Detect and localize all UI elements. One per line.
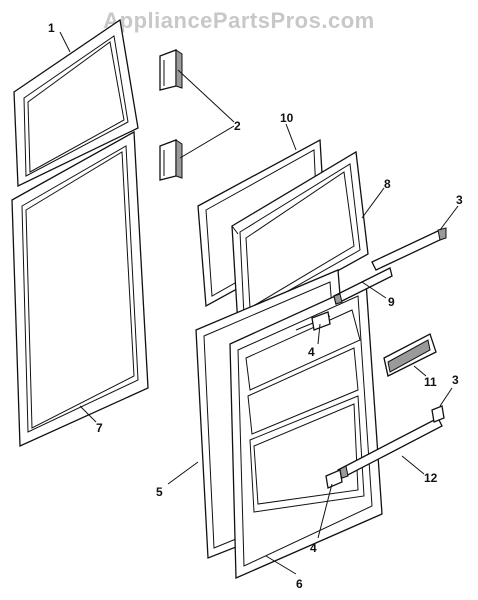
callout-8: 8 — [384, 177, 391, 191]
watermark: AppliancePartsPros.com — [103, 8, 375, 33]
upper-shelf-rail — [371, 227, 447, 271]
hinge-cover-upper — [159, 49, 183, 91]
callout-3-lower: 3 — [452, 373, 459, 387]
callout-1: 1 — [48, 21, 55, 35]
callout-11: 11 — [424, 375, 437, 389]
callout-4-upper: 4 — [308, 345, 315, 359]
upper-shelf-bar — [333, 267, 393, 305]
callout-labels: 1 2 10 8 3 9 4 11 3 12 4 5 6 7 — [48, 21, 463, 591]
hinge-cover-lower — [159, 139, 183, 181]
callout-7: 7 — [96, 421, 103, 435]
callout-6: 6 — [296, 577, 303, 591]
lower-shelf-end-cap — [325, 469, 343, 489]
fresh-food-gasket — [11, 130, 149, 447]
callout-10: 10 — [280, 111, 294, 125]
callout-5: 5 — [156, 485, 163, 499]
callout-9: 9 — [388, 295, 395, 309]
callout-2: 2 — [234, 119, 241, 133]
leader-lines — [59, 31, 459, 575]
callout-4-lower: 4 — [310, 541, 317, 555]
freezer-door-liner — [231, 150, 369, 328]
callout-3-upper: 3 — [456, 193, 463, 207]
freezer-gasket — [13, 18, 139, 188]
lower-shelf-rail-end — [431, 405, 445, 423]
upper-shelf-end-cap — [311, 311, 331, 331]
callout-12: 12 — [424, 471, 438, 485]
dairy-compartment — [383, 333, 437, 377]
